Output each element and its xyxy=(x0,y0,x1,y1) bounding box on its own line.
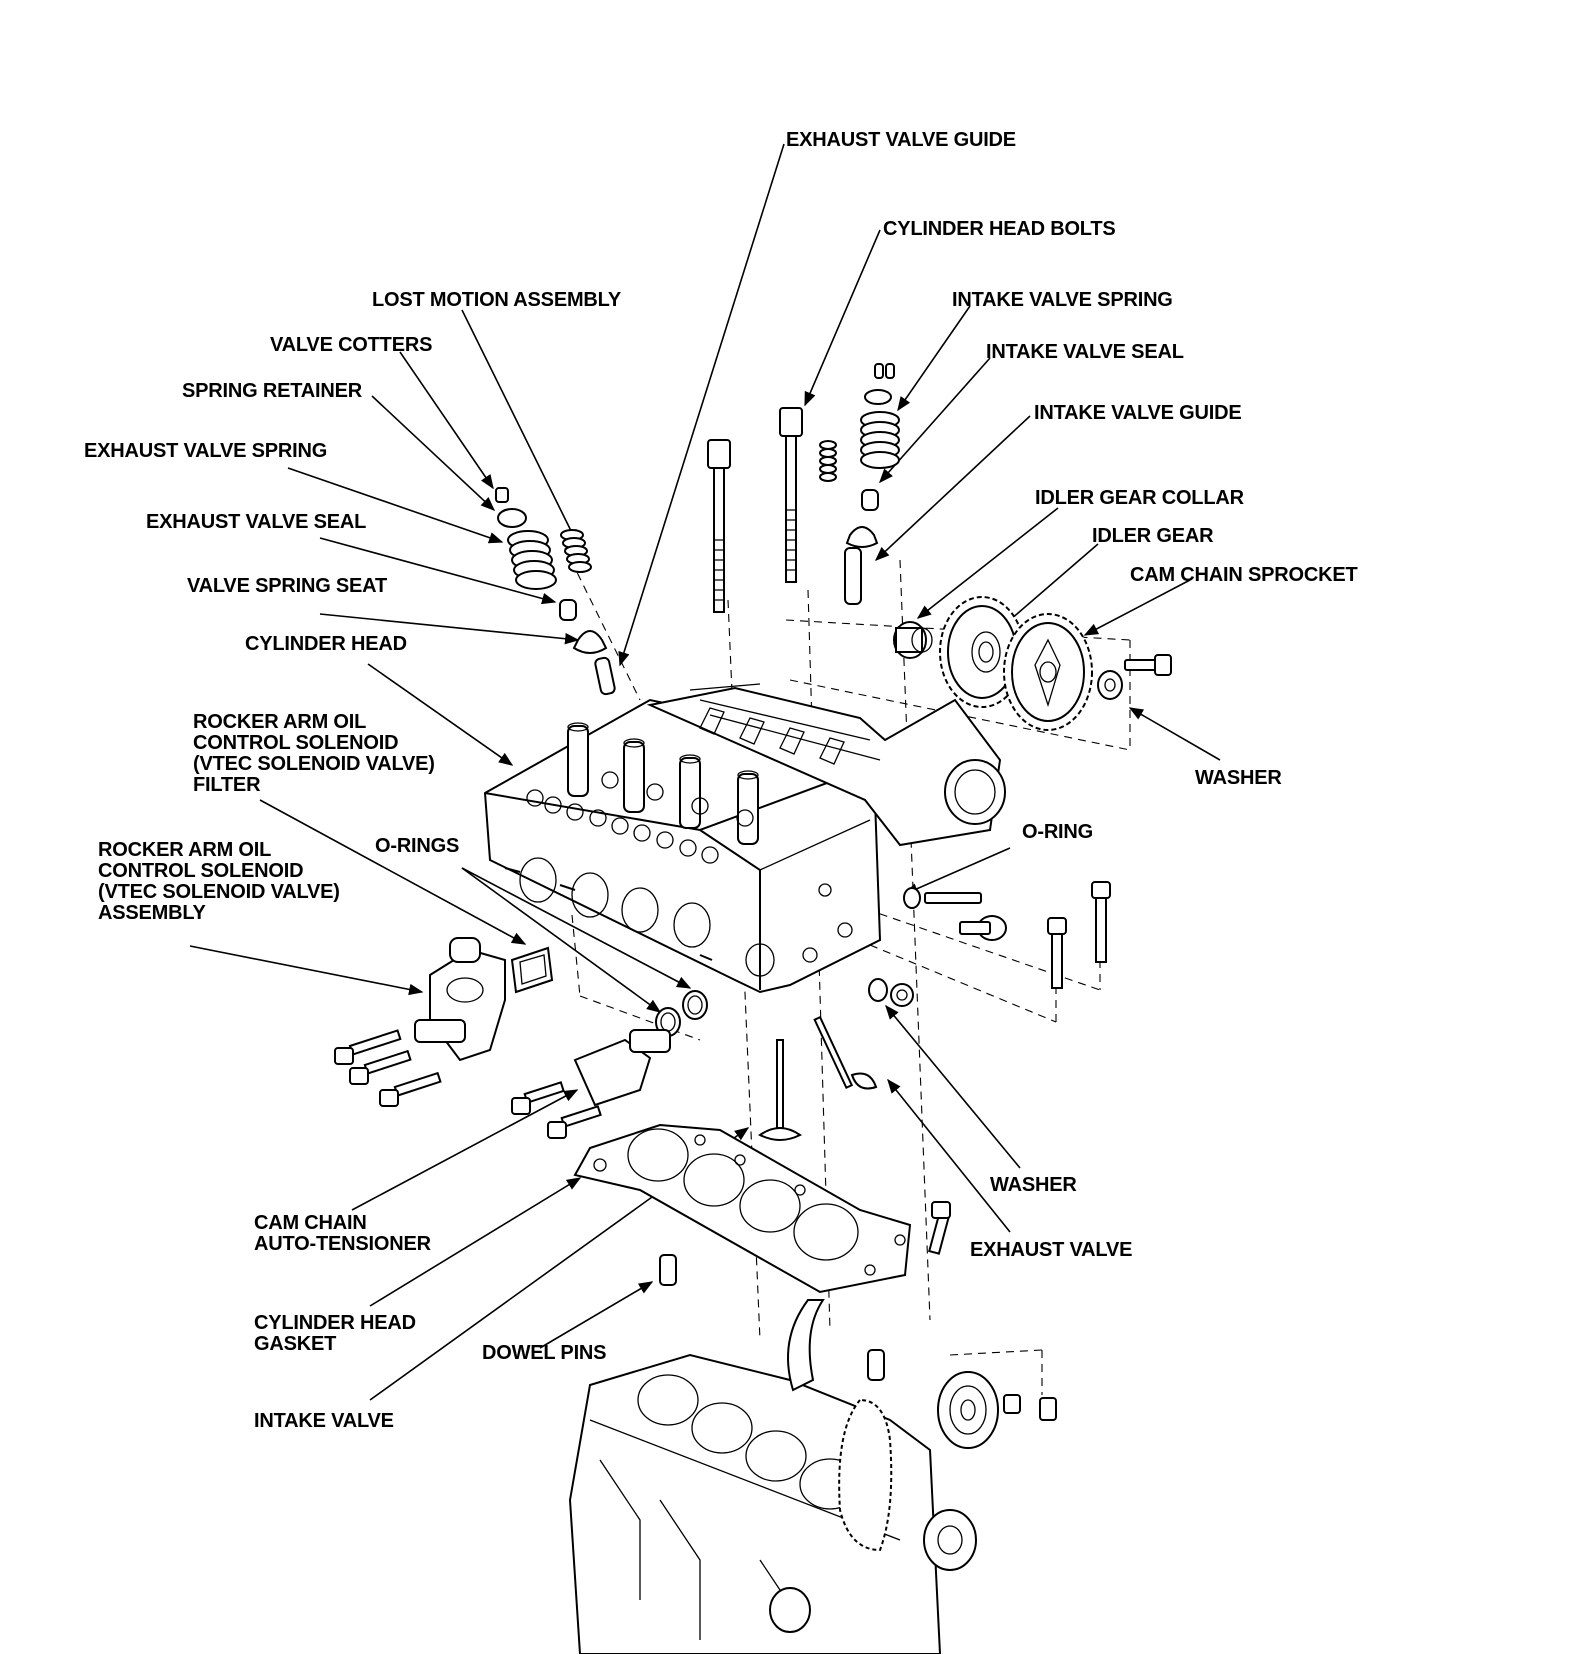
label-cylinder-head-gasket: CYLINDER HEAD GASKET xyxy=(254,1312,416,1355)
label-valve-cotters: VALVE COTTERS xyxy=(270,334,433,356)
label-lost-motion-assembly: LOST MOTION ASSEMBLY xyxy=(372,289,621,311)
cylinder-head-bolts xyxy=(707,407,803,613)
label-idler-gear-collar: IDLER GEAR COLLAR xyxy=(1035,487,1244,509)
label-cylinder-head: CYLINDER HEAD xyxy=(245,633,407,655)
label-vtec-filter: ROCKER ARM OIL CONTROL SOLENOID (VTEC SO… xyxy=(193,711,435,796)
valves xyxy=(758,1015,878,1141)
label-dowel-pins: DOWEL PINS xyxy=(482,1342,607,1364)
dowel-pins xyxy=(659,1201,1057,1421)
leader-lines xyxy=(189,143,1221,1401)
label-cylinder-head-bolts: CYLINDER HEAD BOLTS xyxy=(883,218,1116,240)
label-cam-chain-sprocket: CAM CHAIN SPROCKET xyxy=(1130,564,1358,586)
label-intake-valve: INTAKE VALVE xyxy=(254,1410,394,1432)
label-washer-bottom: WASHER xyxy=(990,1174,1077,1196)
label-idler-gear: IDLER GEAR xyxy=(1092,525,1214,547)
label-exhaust-valve-seal: EXHAUST VALVE SEAL xyxy=(146,511,367,533)
label-washer-top: WASHER xyxy=(1195,767,1282,789)
label-spring-retainer: SPRING RETAINER xyxy=(182,380,362,402)
label-exhaust-valve: EXHAUST VALVE xyxy=(970,1239,1133,1261)
head-gasket xyxy=(573,1123,912,1294)
label-intake-valve-guide: INTAKE VALVE GUIDE xyxy=(1034,402,1242,424)
label-exhaust-valve-guide: EXHAUST VALVE GUIDE xyxy=(786,129,1016,151)
cylinder-head xyxy=(483,683,1006,994)
label-o-rings: O-RINGS xyxy=(375,835,460,857)
cam-chain-tensioner xyxy=(511,1029,671,1139)
label-intake-valve-spring: INTAKE VALVE SPRING xyxy=(952,289,1173,311)
exhaust-valve-components xyxy=(495,487,616,696)
valve-spring-cluster xyxy=(526,771,754,864)
intake-valve-components xyxy=(819,363,900,605)
label-o-ring: O-RING xyxy=(1022,821,1094,843)
gear-train xyxy=(893,596,1172,731)
label-valve-spring-seat: VALVE SPRING SEAT xyxy=(187,575,387,597)
label-exhaust-valve-spring: EXHAUST VALVE SPRING xyxy=(84,440,328,462)
engine-block xyxy=(568,1299,999,1654)
label-intake-valve-seal: INTAKE VALVE SEAL xyxy=(986,341,1184,363)
vtec-solenoid xyxy=(334,937,554,1107)
right-side-hardware xyxy=(868,881,1111,1007)
label-vtec-assembly: ROCKER ARM OIL CONTROL SOLENOID (VTEC SO… xyxy=(98,839,340,924)
label-cam-chain-auto-tensioner: CAM CHAIN AUTO-TENSIONER xyxy=(254,1212,431,1255)
